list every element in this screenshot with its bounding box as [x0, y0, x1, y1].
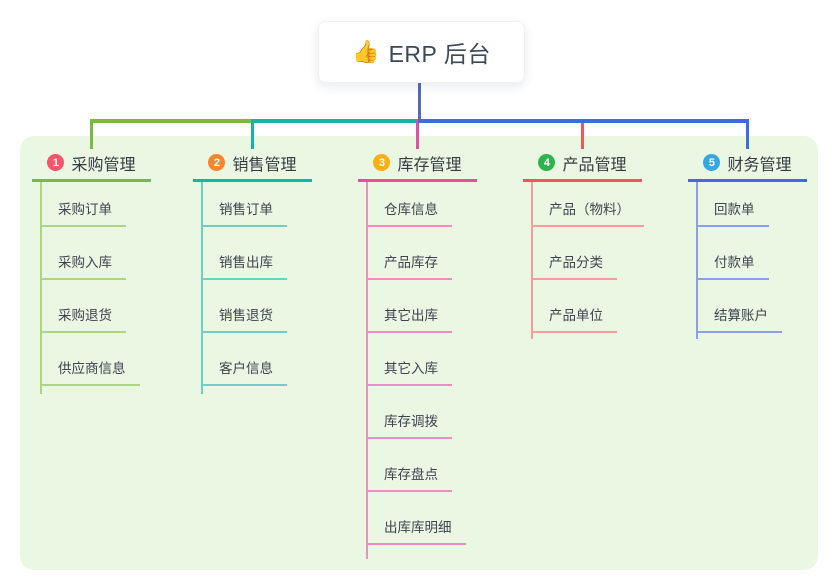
branch-title: 产品管理	[562, 156, 627, 174]
child-node[interactable]: 出库库明细	[366, 492, 466, 545]
branch-connector-h	[251, 119, 422, 123]
children-group: 销售订单销售出库销售退货客户信息	[201, 179, 287, 386]
branch-badge: 5	[703, 154, 721, 171]
child-node[interactable]: 库存调拨	[366, 386, 452, 439]
child-node-label: 采购订单	[58, 201, 112, 217]
branch-badge: 2	[208, 154, 226, 171]
children-group: 采购订单采购入库采购退货供应商信息	[40, 179, 140, 386]
child-node[interactable]: 销售出库	[201, 227, 287, 280]
child-node[interactable]: 产品单位	[531, 280, 617, 333]
child-node[interactable]: 采购退货	[40, 280, 126, 333]
child-node[interactable]: 产品分类	[531, 227, 617, 280]
child-node-label: 其它入库	[384, 360, 438, 376]
branch-connector-h	[419, 119, 749, 123]
branch-title: 采购管理	[71, 156, 136, 174]
branch-node-2[interactable]: 2 销售管理	[193, 146, 312, 182]
branch-connector-drop	[251, 123, 254, 149]
child-node[interactable]: 仓库信息	[366, 179, 452, 227]
child-node[interactable]: 其它出库	[366, 280, 452, 333]
child-node[interactable]: 客户信息	[201, 333, 287, 386]
child-node-label: 产品分类	[549, 254, 603, 270]
branch-node-3[interactable]: 3 库存管理	[358, 146, 477, 182]
branch-badge: 1	[47, 154, 65, 171]
branch-title: 库存管理	[397, 156, 462, 174]
child-node[interactable]: 产品库存	[366, 227, 452, 280]
child-node[interactable]: 销售订单	[201, 179, 287, 227]
child-node-label: 产品单位	[549, 307, 603, 323]
branch-connector-drop	[416, 119, 419, 149]
child-node-label: 产品库存	[384, 254, 438, 270]
child-node-label: 其它出库	[384, 307, 438, 323]
children-group: 回款单付款单结算账户	[696, 179, 782, 333]
branch-connector-drop	[746, 123, 749, 149]
root-connector-stub	[418, 81, 421, 123]
child-node-label: 采购退货	[58, 307, 112, 323]
child-node-label: 客户信息	[219, 360, 273, 376]
child-node[interactable]: 供应商信息	[40, 333, 140, 386]
thumbs-up-icon: 👍	[352, 39, 380, 64]
child-node[interactable]: 库存盘点	[366, 439, 452, 492]
child-node-label: 销售出库	[219, 254, 273, 270]
child-node[interactable]: 采购入库	[40, 227, 126, 280]
child-node-label: 回款单	[714, 201, 755, 217]
child-node[interactable]: 产品（物料）	[531, 179, 644, 227]
child-node-label: 仓库信息	[384, 201, 438, 217]
child-node-label: 库存调拨	[384, 413, 438, 429]
branch-connector-drop	[90, 123, 93, 149]
branch-title: 财务管理	[727, 156, 792, 174]
children-connector-line	[40, 179, 42, 394]
child-node[interactable]: 采购订单	[40, 179, 126, 227]
children-group: 产品（物料） 产品分类产品单位	[531, 179, 644, 333]
child-node[interactable]: 付款单	[696, 227, 769, 280]
branch-node-5[interactable]: 5 财务管理	[688, 146, 807, 182]
child-node-label: 供应商信息	[58, 360, 126, 376]
child-node-label: 结算账户	[714, 307, 768, 323]
child-node[interactable]: 销售退货	[201, 280, 287, 333]
root-node-erp[interactable]: 👍 ERP 后台	[318, 21, 525, 83]
child-node-label: 出库库明细	[384, 519, 452, 535]
branch-badge: 3	[373, 154, 391, 171]
children-connector-line	[366, 179, 368, 559]
mindmap-panel	[20, 136, 818, 570]
child-node-label: 销售订单	[219, 201, 273, 217]
branch-badge: 4	[538, 154, 556, 171]
branch-node-4[interactable]: 4 产品管理	[523, 146, 642, 182]
child-node-label: 销售退货	[219, 307, 273, 323]
children-connector-line	[201, 179, 203, 394]
child-node-label: 产品（物料）	[549, 201, 630, 217]
child-node[interactable]: 其它入库	[366, 333, 452, 386]
children-group: 仓库信息产品库存其它出库其它入库库存调拨库存盘点出库库明细	[366, 179, 466, 545]
child-node-label: 库存盘点	[384, 466, 438, 482]
children-connector-line	[531, 179, 533, 339]
child-node[interactable]: 结算账户	[696, 280, 782, 333]
child-node-label: 付款单	[714, 254, 755, 270]
root-label: ERP 后台	[388, 41, 491, 67]
child-node-label: 采购入库	[58, 254, 112, 270]
branch-title: 销售管理	[232, 156, 297, 174]
branch-connector-drop	[581, 123, 584, 149]
branch-node-1[interactable]: 1 采购管理	[32, 146, 151, 182]
child-node[interactable]: 回款单	[696, 179, 769, 227]
children-connector-line	[696, 179, 698, 339]
